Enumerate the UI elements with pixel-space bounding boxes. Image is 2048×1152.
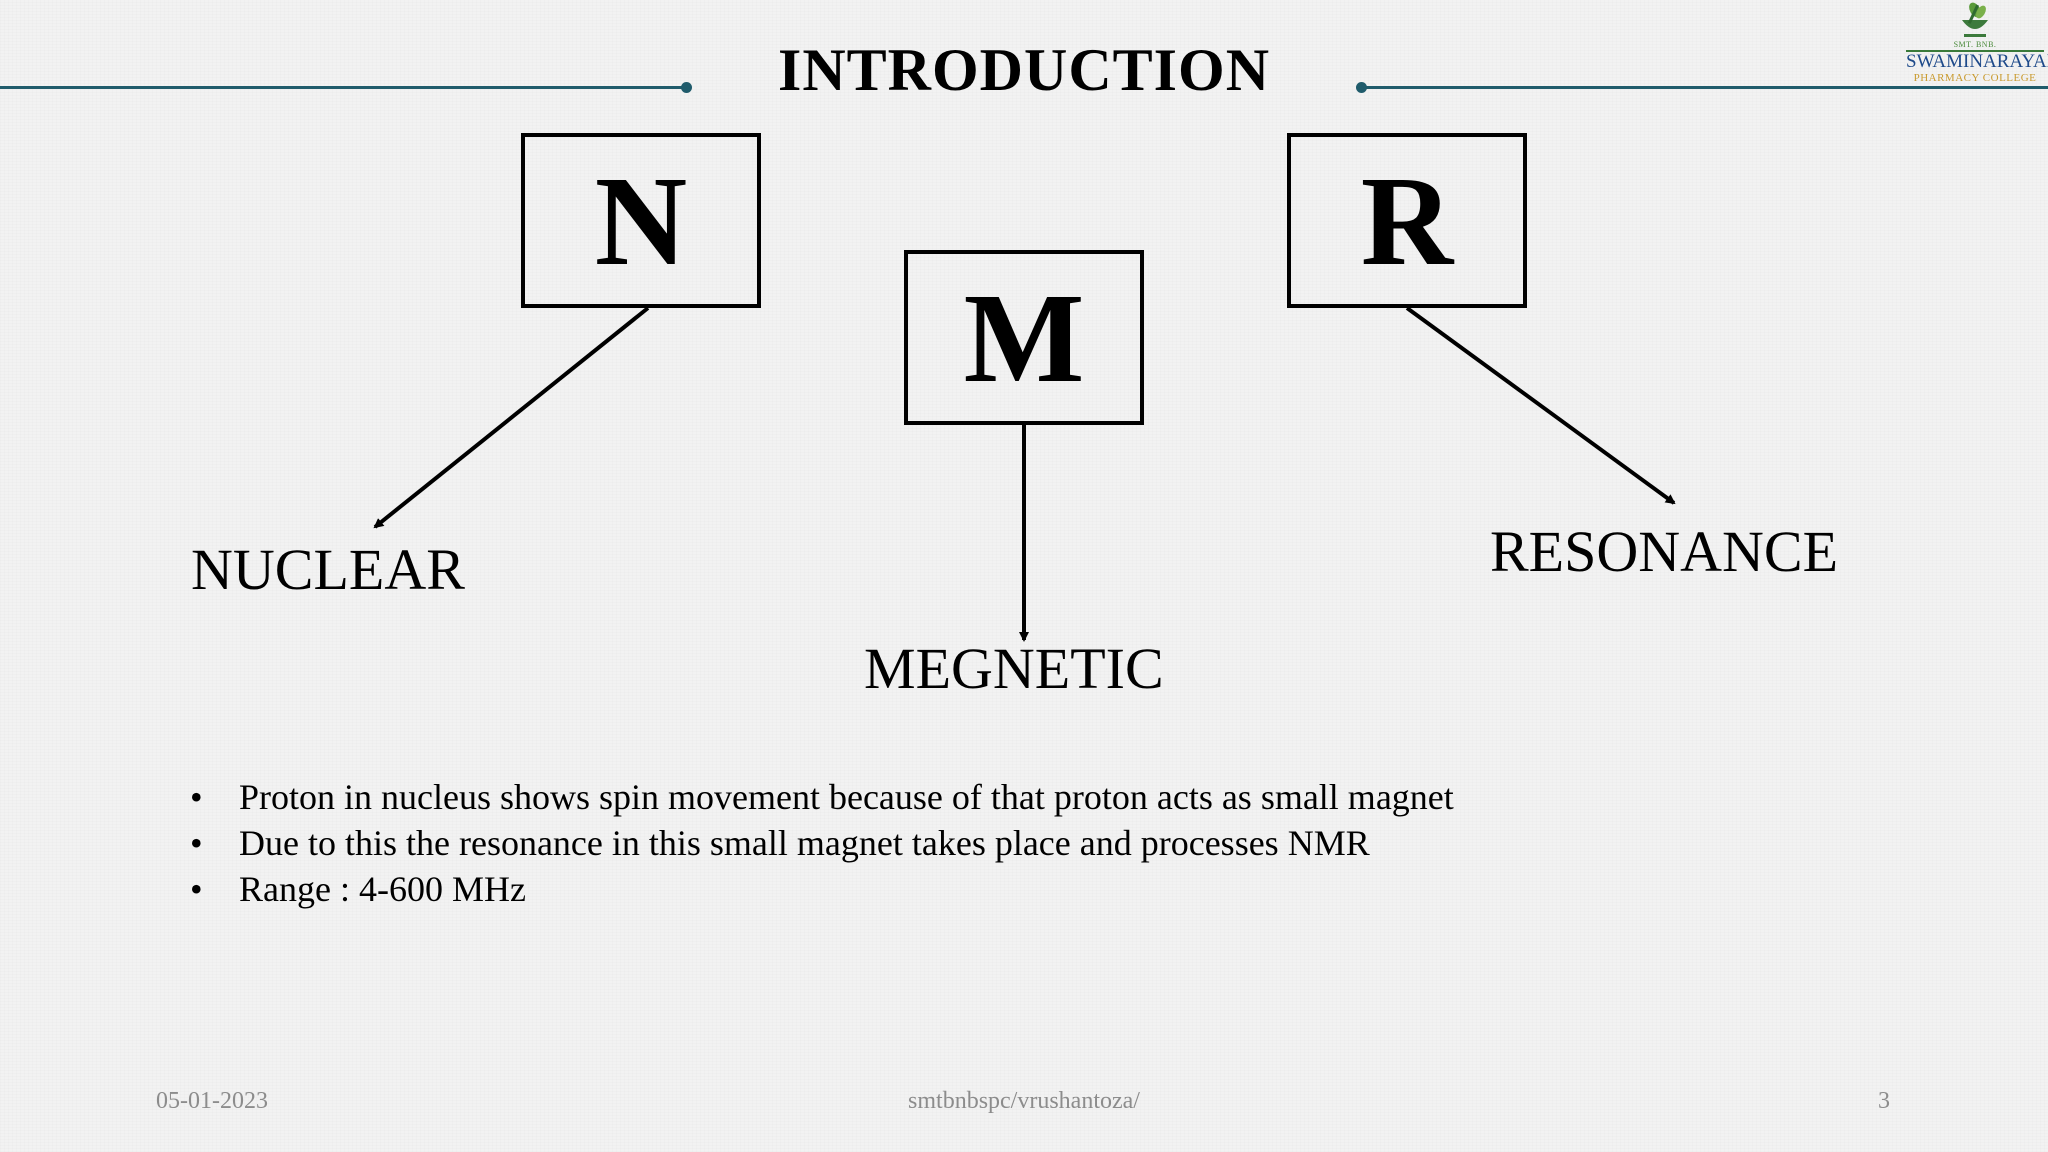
letter-box-r: R: [1287, 133, 1527, 308]
footer-author-path: smtbnbspc/vrushantoza/: [908, 1088, 1140, 1114]
logo-subtitle: PHARMACY COLLEGE: [1913, 72, 2037, 84]
title-rule-left: [0, 86, 686, 89]
arrow-n-to-nuclear: [373, 306, 650, 529]
title-rule-right-dot: [1356, 82, 1367, 93]
bullet-item: • Due to this the resonance in this smal…: [190, 820, 1454, 866]
bullet-item: • Proton in nucleus shows spin movement …: [190, 774, 1454, 820]
letter-box-n: N: [521, 133, 761, 308]
letter-m: M: [963, 266, 1085, 409]
logo-name: SWAMINARAYAN: [1906, 50, 2048, 72]
label-nuclear: NUCLEAR: [191, 537, 465, 602]
bullet-glyph: •: [190, 869, 203, 909]
letter-n: N: [594, 149, 688, 292]
mortar-pestle-leaf-icon: [1962, 2, 1988, 37]
footer-date: 05-01-2023: [156, 1088, 268, 1114]
bullet-list: • Proton in nucleus shows spin movement …: [190, 774, 1454, 912]
bullet-text: Proton in nucleus shows spin movement be…: [239, 777, 1454, 817]
bullet-text: Due to this the resonance in this small …: [239, 823, 1370, 863]
college-logo: SMT. BNB. SWAMINARAYAN PHARMACY COLLEGE: [1902, 0, 2048, 90]
bullet-glyph: •: [190, 777, 203, 817]
bullet-item: • Range : 4-600 MHz: [190, 866, 1454, 912]
logo-top-text: SMT. BNB.: [1953, 40, 1997, 49]
label-magnetic: MEGNETIC: [864, 636, 1164, 701]
letter-r: R: [1360, 149, 1454, 292]
bullet-glyph: •: [190, 823, 203, 863]
label-resonance: RESONANCE: [1490, 519, 1839, 584]
title-rule-right: [1362, 86, 2048, 89]
slide-title: INTRODUCTION: [777, 37, 1271, 103]
title-rule-left-dot: [681, 82, 692, 93]
footer-page-number: 3: [1878, 1088, 1890, 1114]
letter-box-m: M: [904, 250, 1144, 425]
bullet-text: Range : 4-600 MHz: [239, 869, 526, 909]
arrow-r-to-resonance: [1405, 306, 1676, 505]
